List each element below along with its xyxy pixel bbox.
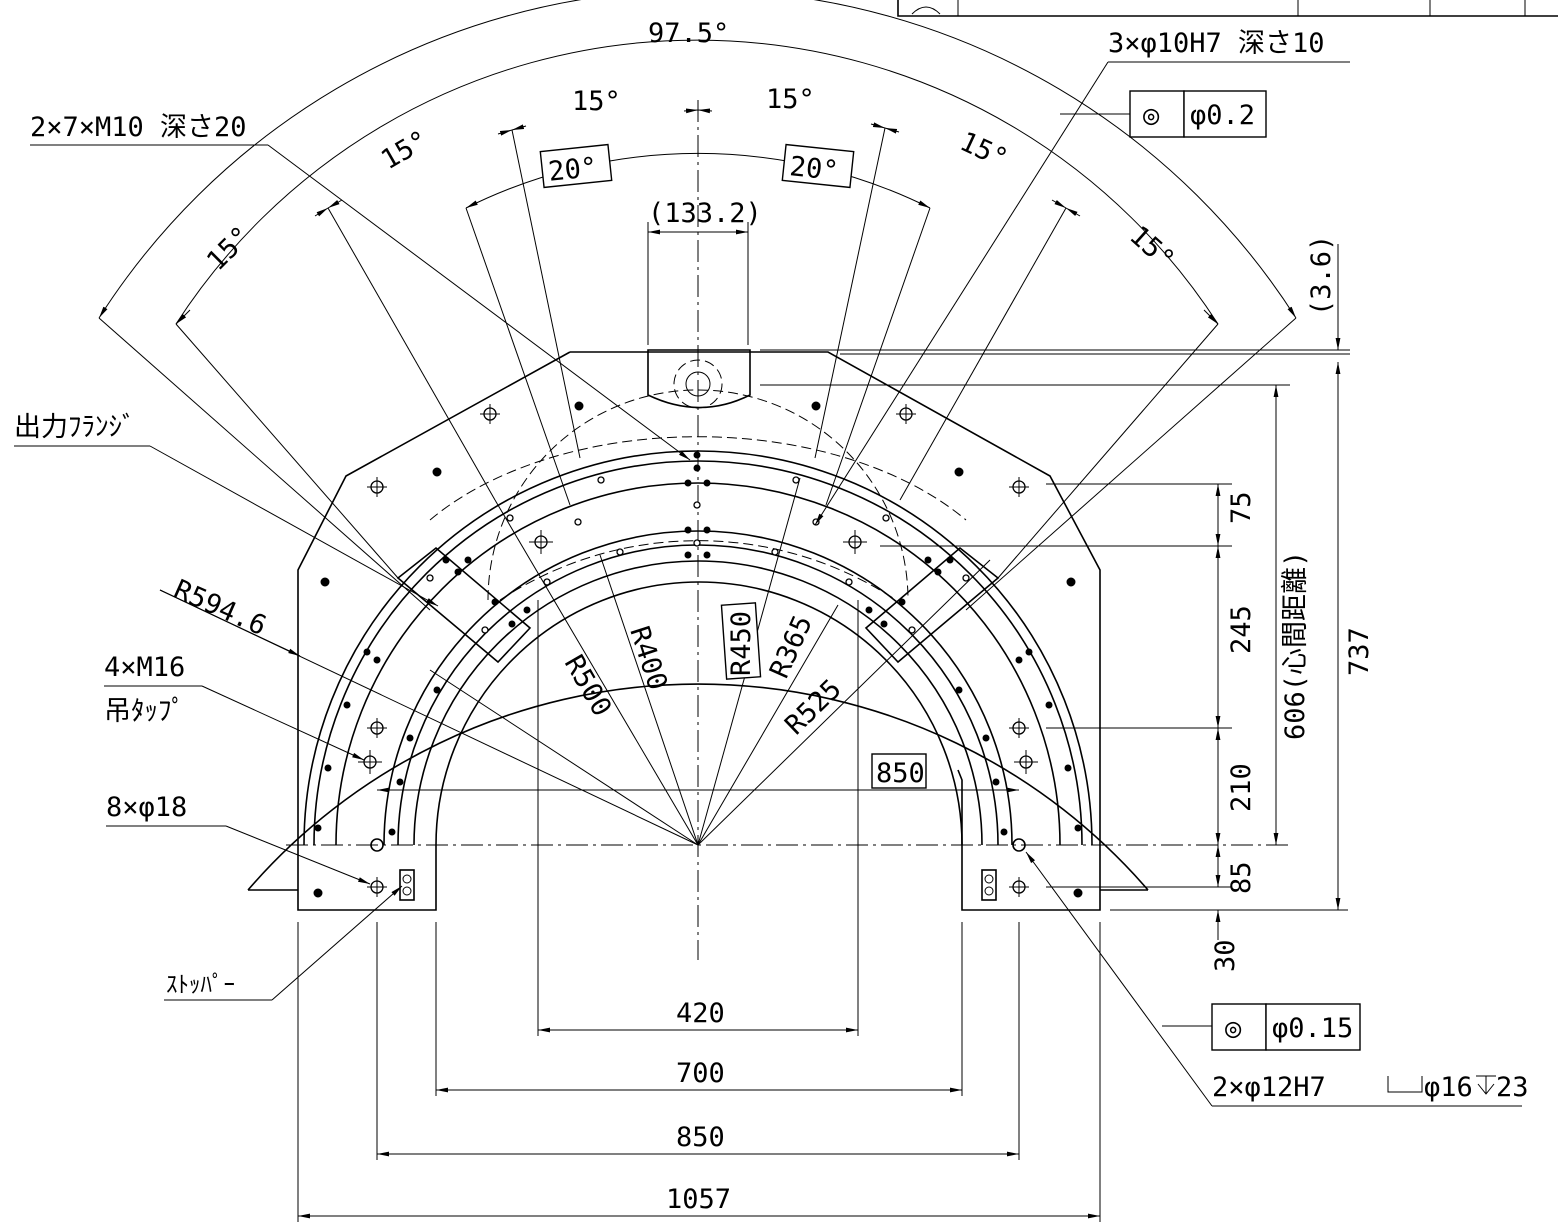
- pin-hole: [370, 838, 384, 852]
- angle-dim-15: [175, 39, 1219, 325]
- svg-text:出力ﾌﾗﾝｼﾞ: 出力ﾌﾗﾝｼﾞ: [14, 412, 136, 443]
- callout-stopper: ｽﾄｯﾊﾟｰ: [164, 885, 403, 1001]
- callout-taps: 2×7×M10 深さ20: [30, 112, 691, 461]
- center-lines: [286, 100, 1290, 960]
- through-hole: [1009, 477, 1029, 497]
- dim-3-6: (3.6): [760, 235, 1350, 355]
- angle-label-15: 15°: [572, 86, 621, 117]
- angle-arrows: [175, 108, 1219, 325]
- angle-label-15: 15°: [376, 125, 434, 176]
- through-hole: [896, 404, 916, 424]
- angle-label-15: 15°: [1123, 220, 1180, 276]
- angle-box-20-right: 20°: [781, 143, 855, 189]
- dim-30: 30: [1210, 939, 1241, 972]
- dim-737: 737: [1344, 627, 1375, 676]
- holes: [313, 401, 1083, 898]
- angle-dim-20: [465, 152, 931, 209]
- stopper-right: [981, 869, 997, 901]
- through-hole: [480, 404, 500, 424]
- dim-700: 700: [676, 1058, 725, 1089]
- svg-text:2×φ12H7: 2×φ12H7: [1212, 1072, 1326, 1103]
- through-hole: [367, 477, 387, 497]
- r365-label: R365: [764, 611, 819, 683]
- angle-total-label: 97.5°: [648, 18, 729, 49]
- r400-label: R400: [623, 623, 673, 694]
- base-outline: [247, 351, 1149, 911]
- angle-box-20-left: 20°: [539, 143, 613, 189]
- callout-holes-8x: 8×φ18: [106, 792, 371, 885]
- angle-label-15: 15°: [201, 221, 257, 277]
- bottom-extension-lines: [297, 600, 1101, 1222]
- title-block-fragment: [897, 0, 1558, 17]
- angle-label-15: 15°: [955, 126, 1012, 175]
- angle-dim-97-5: [98, 0, 1297, 319]
- callout-flange: 出力ﾌﾗﾝｼﾞ: [14, 412, 439, 607]
- dim-210: 210: [1226, 763, 1257, 812]
- svg-text:◎: ◎: [1225, 1013, 1242, 1044]
- dim-245: 245: [1226, 605, 1257, 654]
- svg-text:φ0.2: φ0.2: [1190, 100, 1255, 131]
- through-hole: [367, 877, 387, 897]
- r450-label: R450: [720, 602, 762, 680]
- svg-text:23: 23: [1496, 1072, 1529, 1103]
- dim-850: 850: [676, 1122, 725, 1153]
- svg-text:20°: 20°: [547, 152, 599, 188]
- through-hole: [1009, 877, 1029, 897]
- svg-text:◎: ◎: [1143, 100, 1160, 131]
- svg-text:φ16: φ16: [1424, 1072, 1473, 1103]
- depth-icon: [1476, 1075, 1496, 1095]
- dim-850-boxed: 850: [377, 753, 1019, 793]
- r594-leader: [159, 589, 301, 657]
- svg-text:(133.2): (133.2): [648, 198, 762, 229]
- through-hole: [1009, 718, 1029, 738]
- counterbore-icon: [1387, 1076, 1423, 1093]
- callout-lift-taps: 4×M16 吊ﾀｯﾌﾟ: [104, 652, 365, 761]
- svg-text:850: 850: [876, 758, 925, 789]
- svg-text:20°: 20°: [788, 151, 840, 187]
- svg-text:4×M16: 4×M16: [104, 652, 185, 683]
- svg-text:3×φ10H7 深さ10: 3×φ10H7 深さ10: [1108, 28, 1325, 59]
- lift-tap-hole: [843, 530, 867, 554]
- dim-1057: 1057: [666, 1184, 731, 1215]
- dim-75: 75: [1226, 491, 1257, 524]
- top-key-block: [647, 349, 751, 409]
- pin-hole: [1012, 838, 1026, 852]
- r594-label: R594.6: [169, 574, 271, 642]
- dim-420: 420: [676, 998, 725, 1029]
- lift-tap-hole: [358, 750, 382, 774]
- dim-85: 85: [1226, 861, 1257, 894]
- svg-text:吊ﾀｯﾌﾟ: 吊ﾀｯﾌﾟ: [104, 696, 185, 727]
- callout-pins-2x: 2×φ12H7 φ16 23: [1025, 851, 1529, 1107]
- svg-text:ｽﾄｯﾊﾟｰ: ｽﾄｯﾊﾟｰ: [166, 972, 235, 998]
- tapped-holes: [313, 401, 1083, 898]
- svg-text:(3.6): (3.6): [1306, 235, 1337, 316]
- tolerance-frame-bottom: ◎ φ0.15: [1162, 1003, 1361, 1051]
- callout-pins-3x: 3×φ10H7 深さ10: [814, 28, 1350, 526]
- svg-text:R450: R450: [726, 611, 757, 676]
- dim-133-2: (133.2): [647, 198, 762, 345]
- lift-tap-hole: [1014, 750, 1038, 774]
- dim-606: 606(心間距離): [1280, 551, 1311, 740]
- right-extension-lines: [760, 384, 1348, 911]
- svg-text:8×φ18: 8×φ18: [106, 792, 187, 823]
- svg-text:φ0.15: φ0.15: [1272, 1013, 1353, 1044]
- lift-tap-hole: [529, 530, 553, 554]
- stopper-left: [399, 869, 415, 901]
- angle-label-15: 15°: [766, 84, 815, 115]
- r500-label: R500: [558, 650, 617, 722]
- tolerance-frame-top: ◎ φ0.2: [1060, 90, 1267, 138]
- svg-text:2×7×M10 深さ20: 2×7×M10 深さ20: [30, 112, 247, 143]
- r525-label: R525: [779, 674, 847, 741]
- through-hole: [367, 718, 387, 738]
